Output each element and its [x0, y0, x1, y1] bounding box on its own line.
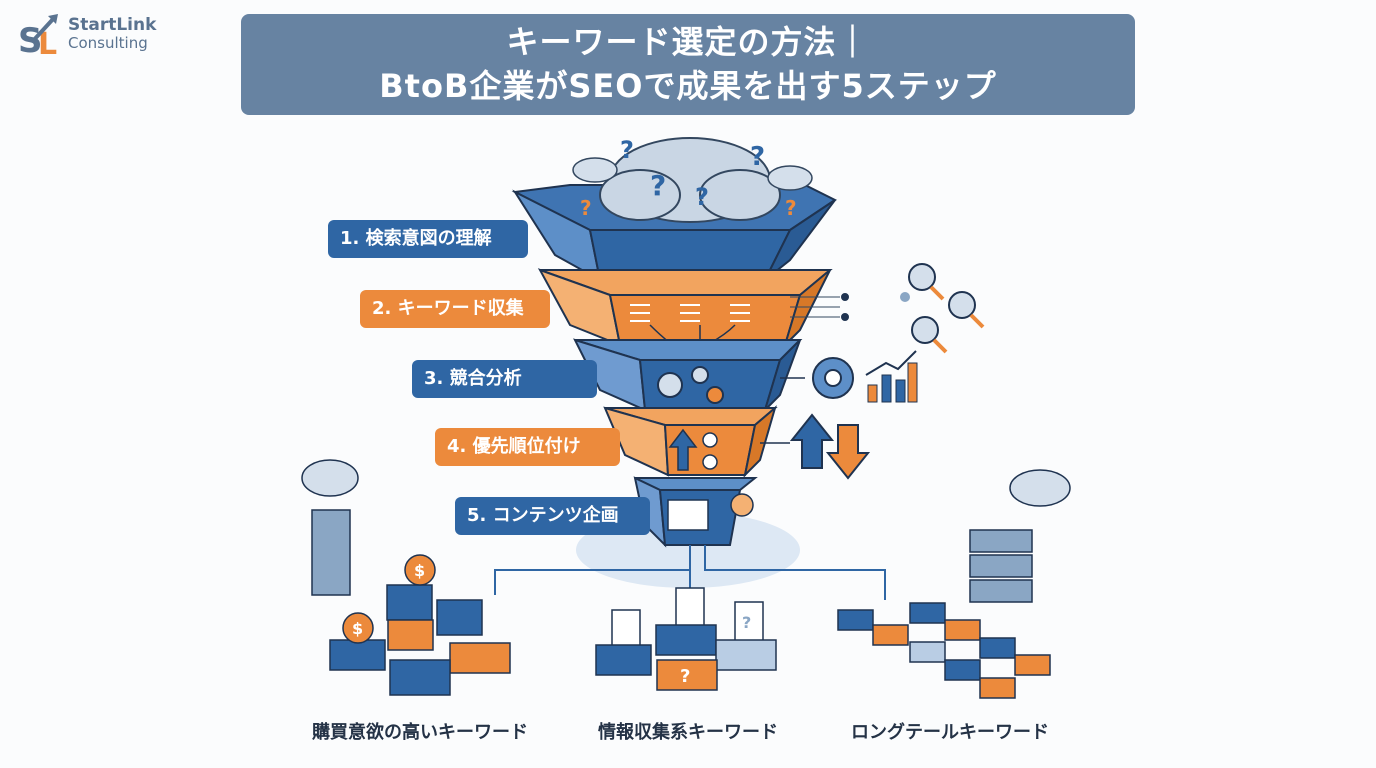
- info-gathering-blocks-illustration: ? ?: [595, 587, 777, 691]
- svg-text:?: ?: [620, 136, 634, 164]
- priority-arrows-icon: [760, 413, 871, 480]
- gear-icon: [657, 372, 683, 398]
- gear-icon: [706, 386, 724, 404]
- logo-mark-icon: S L: [18, 14, 58, 56]
- step-4-label: 4. 優先順位付け: [435, 428, 620, 466]
- funnel-layer-2: [537, 268, 833, 347]
- lightbulb-icon: [730, 493, 754, 517]
- outcome-label-long-tail: ロングテールキーワード: [851, 722, 1049, 743]
- svg-text:$: $: [414, 561, 425, 580]
- svg-text:?: ?: [695, 183, 709, 211]
- funnel-layer-3: [573, 338, 803, 412]
- svg-text:L: L: [38, 27, 57, 56]
- page-title: キーワード選定の方法｜ BtoB企業がSEOで成果を出す5ステップ: [241, 14, 1135, 115]
- step-5-label: 5. コンテンツ企画: [455, 497, 650, 535]
- svg-text:?: ?: [742, 613, 751, 632]
- title-line-2: BtoB企業がSEOで成果を出す5ステップ: [379, 67, 997, 105]
- arrow-up-icon: [668, 428, 698, 471]
- svg-text:?: ?: [750, 142, 765, 172]
- long-tail-blocks-illustration: [837, 469, 1071, 699]
- gear-icon: [691, 366, 709, 384]
- funnel-layer-5: [633, 476, 758, 548]
- logo: S L StartLink Consulting: [18, 12, 156, 56]
- svg-text:S: S: [18, 21, 43, 56]
- step-1-label: 1. 検索意図の理解: [328, 220, 528, 258]
- competitor-chart-icons: [780, 350, 918, 403]
- svg-text:?: ?: [680, 666, 690, 687]
- title-line-1: キーワード選定の方法｜: [506, 23, 870, 61]
- check-icon: [702, 454, 718, 470]
- svg-text:?: ?: [580, 196, 592, 220]
- svg-text:$: $: [352, 619, 363, 638]
- search-analysis-icons: [790, 263, 985, 354]
- book-icon: [667, 499, 709, 531]
- step-3-label: 3. 競合分析: [412, 360, 597, 398]
- svg-text:?: ?: [785, 196, 797, 220]
- connector-lines: [494, 545, 886, 600]
- logo-subtitle: Consulting: [68, 34, 148, 52]
- step-2-label: 2. キーワード収集: [360, 290, 550, 328]
- outcome-label-high-intent: 購買意欲の高いキーワード: [312, 722, 528, 743]
- funnel-layer-1: [512, 189, 836, 282]
- svg-text:?: ?: [650, 169, 666, 202]
- question-cloud-icon: ? ? ? ? ? ?: [572, 136, 813, 223]
- outcome-label-info-gathering: 情報収集系キーワード: [598, 722, 778, 743]
- high-intent-blocks-illustration: $ $: [301, 459, 511, 696]
- check-icon: [702, 432, 718, 448]
- logo-name: StartLink: [68, 15, 157, 35]
- funnel-layer-4: [603, 405, 778, 479]
